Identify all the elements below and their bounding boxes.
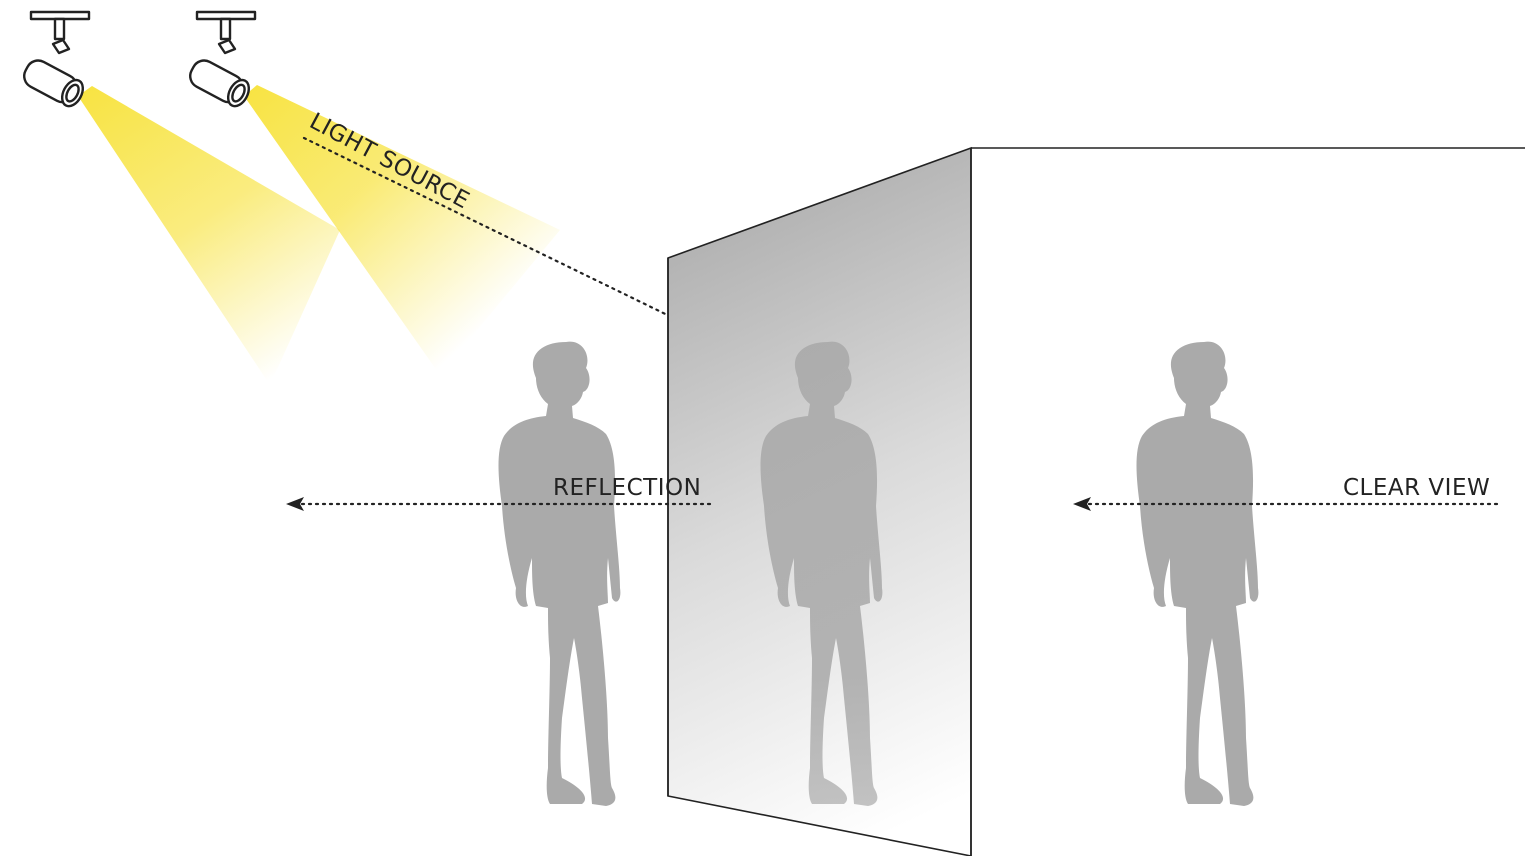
person-silhouette-icon [1137, 342, 1259, 806]
clear-view-label: CLEAR VIEW [1343, 475, 1490, 501]
reflection-label: REFLECTION [553, 475, 701, 501]
spotlight-icon [186, 12, 255, 110]
spotlight-icon [20, 12, 89, 110]
person-silhouette-icon [499, 342, 621, 806]
